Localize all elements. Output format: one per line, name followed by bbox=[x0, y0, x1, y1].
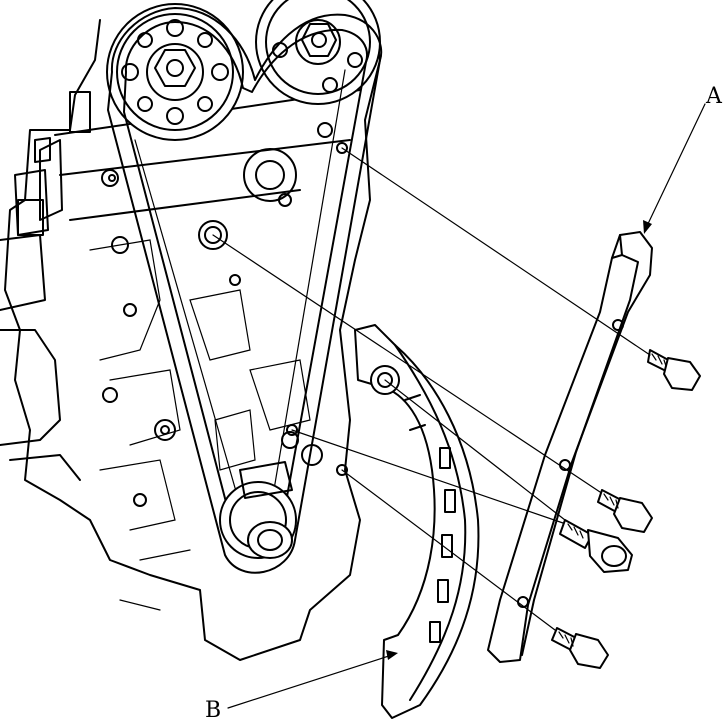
guide-bolt-lower-icon bbox=[551, 627, 609, 669]
guide-bolt-upper-icon bbox=[647, 349, 701, 391]
callout-label-b: B bbox=[205, 698, 222, 723]
callout-label-a: A bbox=[706, 84, 722, 109]
upper-sprocket-right-icon bbox=[255, 0, 381, 105]
chain-guide-a-icon bbox=[487, 231, 653, 663]
alignment-lines bbox=[212, 147, 651, 631]
crankshaft-sprocket-icon bbox=[219, 461, 297, 559]
callout-leader-a bbox=[643, 103, 706, 234]
guide-bolt-middle-icon bbox=[597, 489, 653, 533]
engine-block bbox=[0, 19, 381, 661]
callout-leader-b bbox=[227, 650, 398, 709]
tensioner-arm-b-icon bbox=[354, 324, 480, 719]
pivot-bolt-icon bbox=[559, 519, 633, 573]
upper-sprocket-left-icon bbox=[106, 3, 244, 141]
